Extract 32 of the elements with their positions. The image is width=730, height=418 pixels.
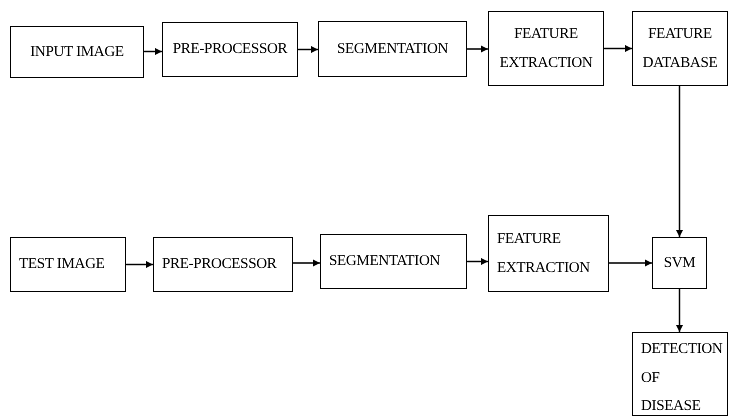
process-box	[10, 237, 126, 292]
process-box	[632, 11, 728, 86]
box-label: PRE-PROCESSOR	[172, 40, 288, 60]
process-box	[153, 237, 293, 292]
arrow	[676, 289, 683, 332]
process-box	[652, 237, 707, 289]
box-label: SVM	[664, 254, 696, 273]
arrow	[467, 258, 488, 265]
box-label: TEST IMAGE	[19, 255, 104, 274]
arrow	[676, 86, 683, 237]
process-box	[320, 234, 467, 289]
arrow	[126, 261, 153, 268]
box-label: FEATURE EXTRACTION	[498, 25, 594, 72]
arrow	[298, 46, 318, 53]
process-box	[162, 22, 298, 77]
box-label: SEGMENTATION	[329, 252, 440, 272]
arrow	[604, 45, 632, 52]
arrow	[467, 46, 488, 52]
box-label: DETECTION OF DISEASE	[641, 340, 722, 416]
process-box	[10, 26, 144, 78]
arrow	[144, 48, 162, 55]
process-box	[632, 332, 728, 416]
arrow	[293, 260, 320, 266]
box-label: FEATURE DATABASE	[642, 25, 718, 72]
arrow	[609, 260, 652, 266]
box-label: FEATURE EXTRACTION	[497, 230, 591, 278]
box-label: INPUT IMAGE	[30, 42, 124, 62]
process-box	[318, 21, 467, 77]
process-box	[488, 215, 609, 292]
box-label: PRE-PROCESSOR	[162, 255, 276, 274]
box-label: SEGMENTATION	[336, 40, 448, 59]
process-box	[488, 11, 604, 86]
